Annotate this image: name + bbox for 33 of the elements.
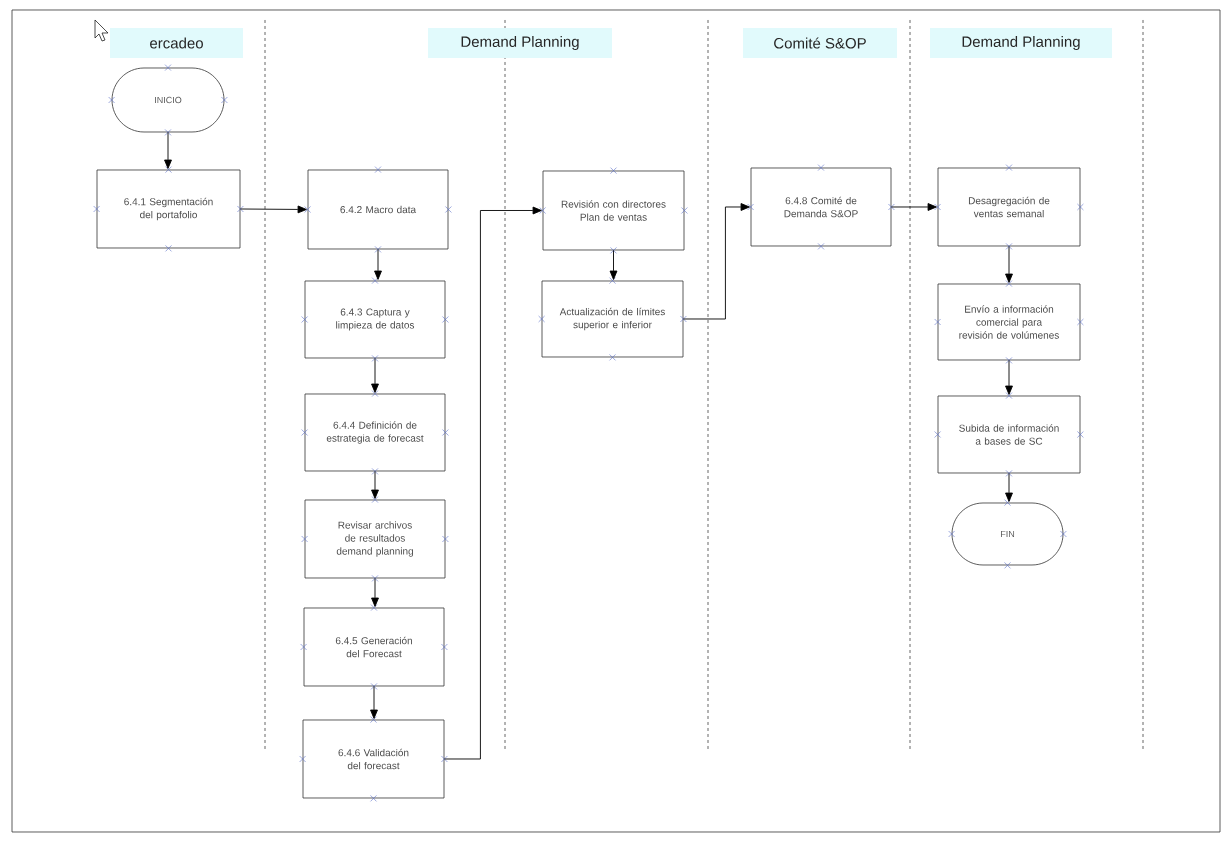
process-box: 6.4.2 Macro data <box>307 169 449 250</box>
arrow <box>371 357 379 393</box>
arrow <box>164 131 172 169</box>
lane-header: Demand Planning <box>930 28 1112 58</box>
process-box: Subida de información a bases de SC <box>937 395 1081 474</box>
arrow <box>371 577 379 607</box>
process-box: Actualización de límites superior e inferior <box>541 280 684 358</box>
arrow <box>374 248 382 280</box>
arrow <box>239 205 307 214</box>
lane-header: Comité S&OP <box>743 28 897 58</box>
terminator: INICIO <box>111 67 225 133</box>
arrow <box>371 470 379 499</box>
terminator: FIN <box>951 502 1064 566</box>
process-box: 6.4.8 Comité de Demanda S&OP <box>750 167 892 247</box>
arrow <box>890 203 937 211</box>
process-box: Revisar archivos de resultados demand planning <box>304 499 446 579</box>
process-box: Desagregación de ventas semanal <box>937 167 1081 247</box>
process-box: Envío a información comercial para revisión de volúmenes <box>937 283 1081 361</box>
process-box: 6.4.3 Captura y limpieza de datos <box>304 280 446 359</box>
process-box: 6.4.4 Definición de estrategia de forecast <box>304 393 446 472</box>
arrow <box>609 249 618 280</box>
process-box: 6.4.6 Validación del forecast <box>302 719 445 799</box>
arrow <box>1005 472 1013 502</box>
process-box: Revisión con directores Plan de ventas <box>542 170 685 251</box>
arrow <box>1005 245 1013 283</box>
process-box: 6.4.1 Segmentación del portafolio <box>96 169 241 249</box>
process-box: 6.4.5 Generación del Forecast <box>303 607 445 687</box>
arrow <box>443 206 542 760</box>
lane-header: ercadeo <box>110 28 243 58</box>
arrow <box>1005 359 1013 395</box>
arrow <box>370 685 378 719</box>
lane-header: Demand Planning <box>428 28 612 58</box>
arrow <box>682 203 750 320</box>
